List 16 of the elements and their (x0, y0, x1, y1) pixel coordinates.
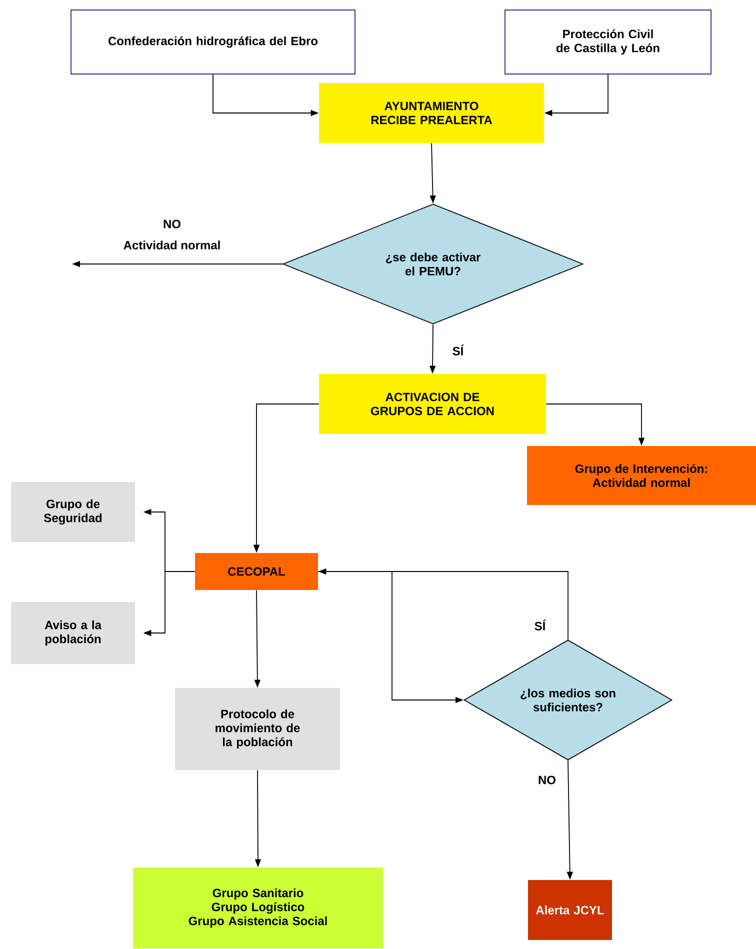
edge-label: NO (162, 218, 182, 230)
source-box: Confederación hidrográfica del Ebro (70, 10, 356, 74)
group-box: Grupo Sanitario Grupo Logístico Grupo Asistencia Social (133, 868, 383, 948)
alert-box: Alerta JCYL (528, 880, 612, 940)
outcome-text: Actividad normal (124, 240, 220, 250)
group-box: CECOPAL (195, 553, 318, 590)
group-box: Grupo de Intervención: Actividad normal (527, 446, 756, 505)
source-box: Protección Civil de Castilla y León (504, 10, 712, 74)
action-box: Aviso a la población (11, 602, 135, 664)
process-box: ACTIVACION DE GRUPOS DE ACCION (319, 374, 546, 434)
action-box: Grupo de Seguridad (11, 482, 135, 542)
action-box: Protocolo de movimiento de la población (175, 688, 340, 770)
edge-label: SÍ (533, 618, 547, 632)
edge-label: SÍ (451, 344, 465, 356)
process-box: AYUNTAMIENTO RECIBE PREALERTA (319, 83, 544, 143)
edge-label: NO (537, 774, 557, 786)
